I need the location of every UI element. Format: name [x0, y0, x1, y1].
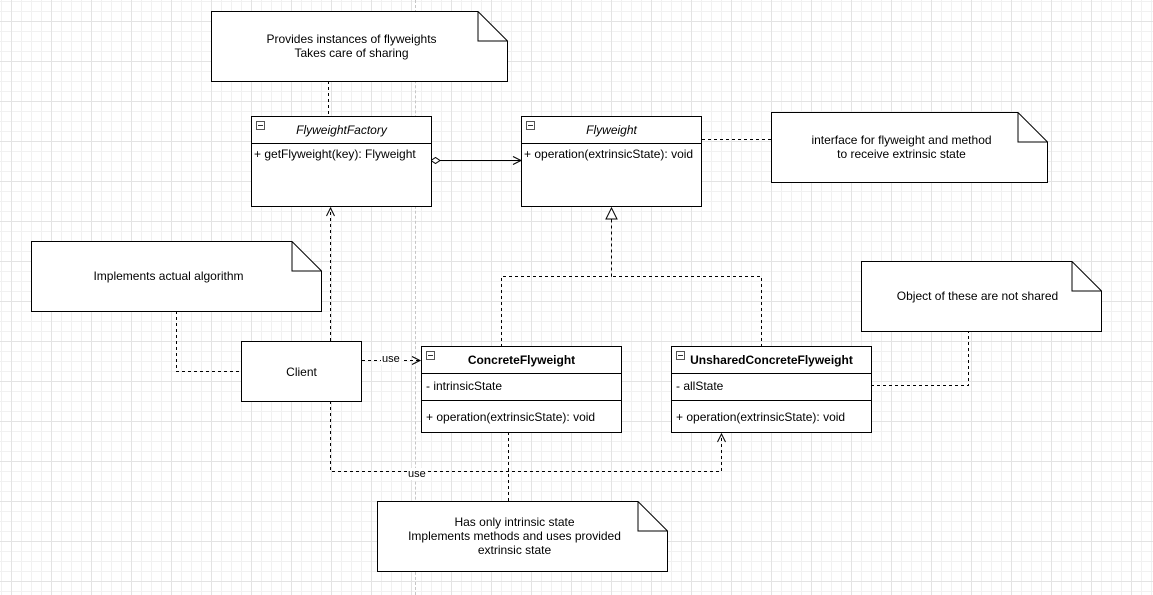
client-box[interactable]: Client [241, 341, 362, 402]
realization-triangle [605, 206, 618, 220]
note-line: Provides instances of flyweights [266, 32, 437, 46]
note-client[interactable]: Implements actual algorithm [31, 241, 322, 312]
note-line: Implements methods and uses provided [408, 529, 621, 543]
aggregation-diamond [430, 156, 441, 165]
note-shape [31, 241, 322, 312]
class-name: Flyweight [586, 123, 637, 137]
note-shape [211, 11, 508, 82]
class-attribute: - allState [672, 374, 871, 401]
client-unshared-line [330, 401, 722, 472]
link-unshared-note [871, 331, 969, 386]
note-shape [861, 261, 1102, 332]
client-label: Client [286, 364, 317, 379]
note-unshared[interactable]: Object of these are not shared [861, 261, 1102, 332]
client-factory-arrowhead [326, 206, 335, 217]
note-line: extrinsic state [477, 543, 552, 557]
note-concrete[interactable]: Has only intrinsic state Implements meth… [377, 501, 668, 572]
class-method: + getFlyweight(key): Flyweight [254, 147, 416, 161]
class-concrete-flyweight[interactable]: ConcreteFlyweight - intrinsicState + ope… [421, 346, 622, 433]
class-name: UnsharedConcreteFlyweight [690, 353, 853, 367]
note-line: Implements actual algorithm [93, 269, 244, 283]
class-attribute: - intrinsicState [422, 374, 621, 401]
note-shape [377, 501, 668, 572]
realization-concrete [501, 276, 612, 347]
class-name: FlyweightFactory [296, 123, 387, 137]
note-line: Has only intrinsic state [454, 515, 575, 529]
class-name: ConcreteFlyweight [467, 353, 576, 367]
note-flyweight[interactable]: interface for flyweight and method to re… [771, 112, 1048, 183]
collapse-icon[interactable] [526, 121, 535, 130]
collapse-icon[interactable] [676, 351, 685, 360]
note-factory[interactable]: Provides instances of flyweights Takes c… [211, 11, 508, 82]
class-method: + operation(extrinsicState): void [426, 410, 596, 424]
realization-unshared [611, 276, 762, 347]
note-line: Object of these are not shared [896, 289, 1059, 303]
note-shape [771, 112, 1048, 183]
class-unshared-concrete-flyweight[interactable]: UnsharedConcreteFlyweight - allState + o… [671, 346, 872, 433]
page-break-guide [415, 0, 416, 595]
note-line: to receive extrinsic state [837, 147, 966, 161]
client-unshared-arrowhead [717, 432, 726, 443]
class-method: + operation(extrinsicState): void [676, 410, 846, 424]
class-method: + operation(extrinsicState): void [524, 147, 694, 161]
class-flyweight[interactable]: Flyweight + operation(extrinsicState): v… [521, 116, 702, 207]
collapse-icon[interactable] [426, 351, 435, 360]
note-line: Takes care of sharing [294, 46, 409, 60]
class-flyweight-factory[interactable]: FlyweightFactory + getFlyweight(key): Fl… [251, 116, 432, 207]
link-client-note [176, 311, 241, 372]
note-line: interface for flyweight and method [811, 133, 992, 147]
edge-label-use-unshared: use [407, 468, 427, 480]
client-concrete-arrowhead [411, 356, 422, 365]
edge-label-use-concrete: use [381, 353, 401, 365]
collapse-icon[interactable] [256, 121, 265, 130]
